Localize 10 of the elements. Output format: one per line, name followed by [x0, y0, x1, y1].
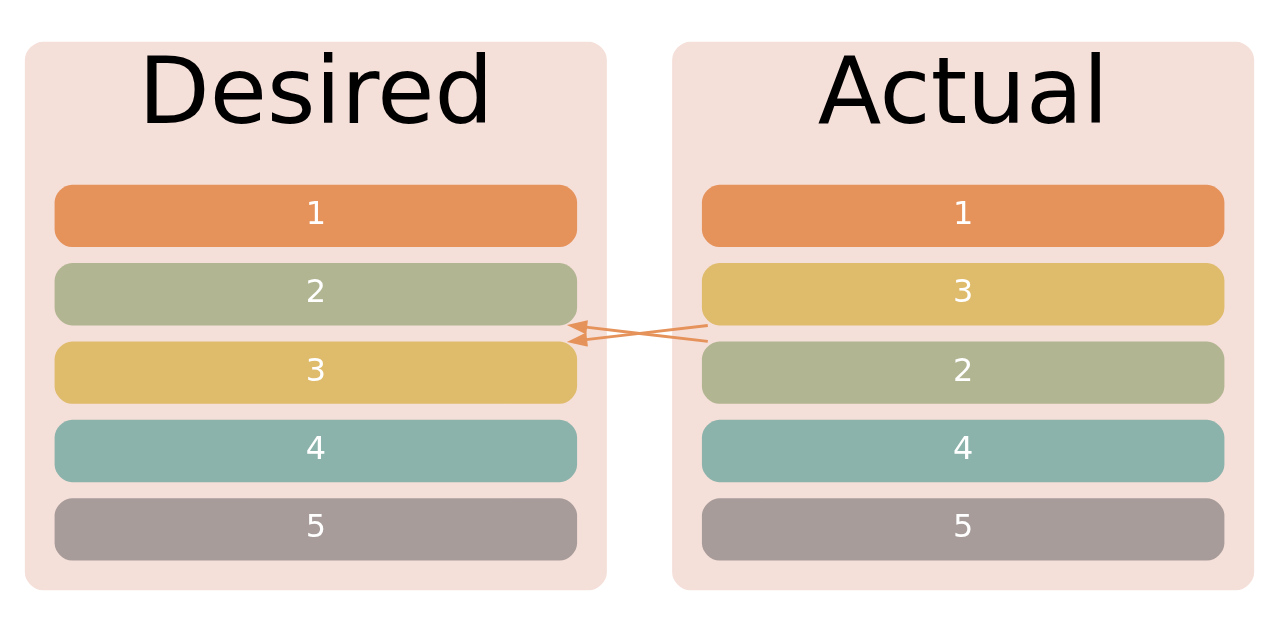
node-box: 3 [701, 262, 1225, 325]
node-box: 2 [54, 262, 578, 325]
node-box: 1 [54, 184, 578, 247]
node-box: 1 [701, 184, 1225, 247]
node-box: 4 [701, 419, 1225, 482]
node-box: 5 [54, 497, 578, 561]
node-box: 5 [701, 497, 1225, 561]
node-box: 3 [54, 340, 578, 404]
node-box: 4 [54, 419, 578, 482]
node-box: 2 [701, 340, 1225, 404]
